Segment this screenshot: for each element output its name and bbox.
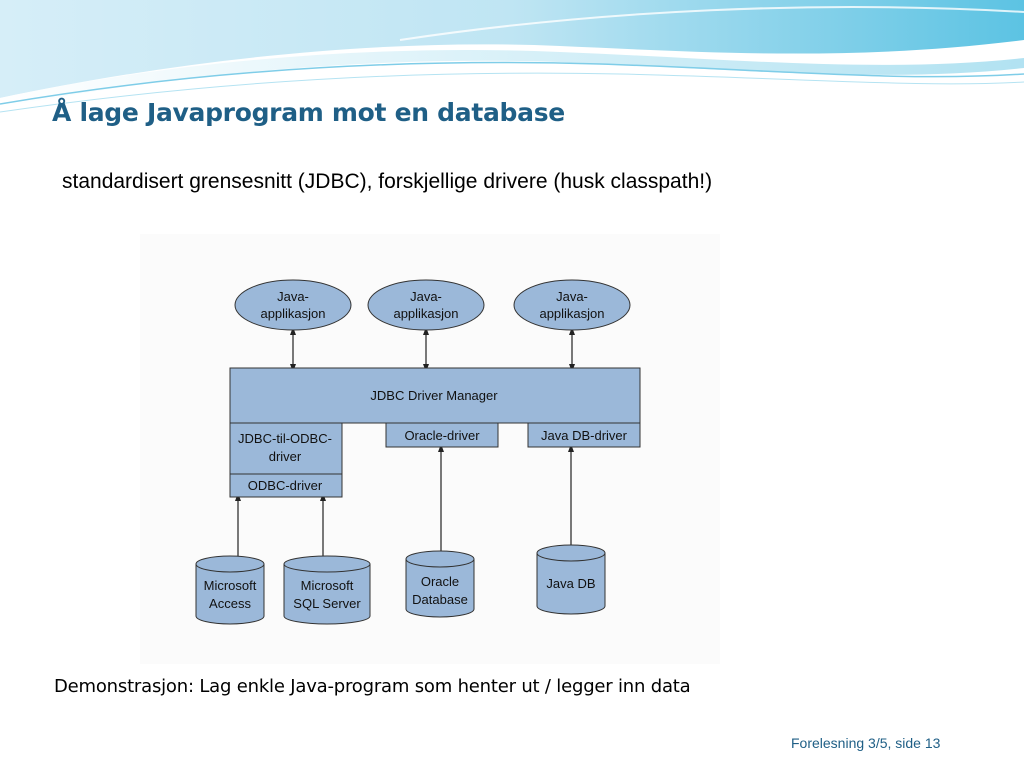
java-application-1: Java- applikasjon xyxy=(234,279,352,331)
slide-footer: Forelesning 3/5, side 13 xyxy=(791,735,941,751)
svg-text:JDBC Driver Manager: JDBC Driver Manager xyxy=(370,388,498,403)
svg-text:applikasjon: applikasjon xyxy=(539,306,604,321)
svg-text:Java DB: Java DB xyxy=(546,576,595,591)
svg-text:Java-: Java- xyxy=(556,289,588,304)
svg-text:applikasjon: applikasjon xyxy=(393,306,458,321)
demo-text: Demonstrasjon: Lag enkle Java-program so… xyxy=(54,676,691,697)
svg-text:Database: Database xyxy=(412,592,468,607)
database-java-db: Java DB xyxy=(536,544,606,615)
jdbc-odbc-driver: JDBC-til-ODBC- driver xyxy=(229,422,343,475)
svg-text:Java DB-driver: Java DB-driver xyxy=(541,428,628,443)
database-microsoft-sql-server: Microsoft SQL Server xyxy=(283,555,371,625)
svg-text:SQL Server: SQL Server xyxy=(293,596,361,611)
connector-lines xyxy=(235,327,575,566)
svg-text:Access: Access xyxy=(209,596,251,611)
svg-text:Java-: Java- xyxy=(410,289,442,304)
odbc-driver: ODBC-driver xyxy=(229,473,343,498)
database-oracle: Oracle Database xyxy=(405,550,475,618)
svg-text:Microsoft: Microsoft xyxy=(301,578,354,593)
svg-text:Microsoft: Microsoft xyxy=(204,578,257,593)
slide-title: Å lage Javaprogram mot en database xyxy=(52,98,565,127)
svg-text:JDBC-til-ODBC-: JDBC-til-ODBC- xyxy=(238,431,332,446)
svg-text:driver: driver xyxy=(269,449,302,464)
javadb-driver: Java DB-driver xyxy=(527,422,641,448)
database-microsoft-access: Microsoft Access xyxy=(195,555,265,625)
svg-text:applikasjon: applikasjon xyxy=(260,306,325,321)
svg-text:Java-: Java- xyxy=(277,289,309,304)
svg-text:Oracle: Oracle xyxy=(421,574,459,589)
svg-text:Oracle-driver: Oracle-driver xyxy=(404,428,480,443)
svg-text:ODBC-driver: ODBC-driver xyxy=(248,478,323,493)
jdbc-driver-manager: JDBC Driver Manager xyxy=(229,367,641,424)
oracle-driver: Oracle-driver xyxy=(385,422,499,448)
java-application-2: Java- applikasjon xyxy=(367,279,485,331)
slide-subtitle: standardisert grensesnitt (JDBC), forskj… xyxy=(62,170,713,193)
java-application-3: Java- applikasjon xyxy=(513,279,631,331)
header-wave-decoration xyxy=(0,0,1024,120)
